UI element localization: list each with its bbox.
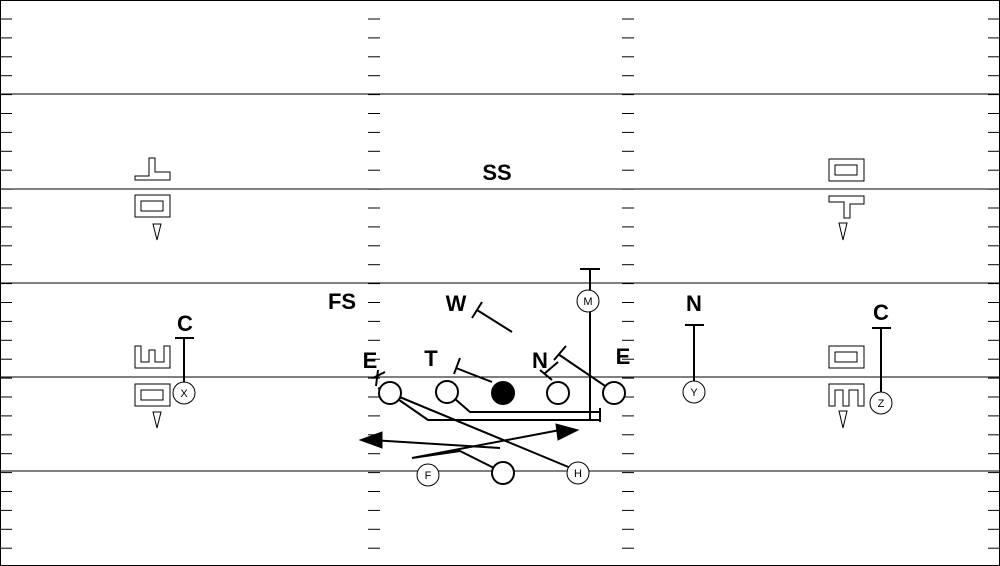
f-route xyxy=(411,429,561,472)
hash-marks xyxy=(0,18,1000,549)
right-tackle-circle xyxy=(602,381,626,405)
z-circle xyxy=(869,391,893,415)
formation-glyph-left-bottom xyxy=(134,345,171,429)
route-arrows xyxy=(358,423,580,449)
n-outside-label: N xyxy=(686,291,702,316)
y-circle xyxy=(682,380,706,404)
tackle-route xyxy=(391,394,600,421)
e-left-label: E xyxy=(363,348,378,373)
w-line xyxy=(476,309,513,333)
w-label: W xyxy=(446,291,467,316)
h-circle xyxy=(566,461,590,485)
z-label: Z xyxy=(878,398,885,410)
offense xyxy=(378,380,626,485)
x-label: X xyxy=(180,388,188,400)
fs-label: FS xyxy=(328,289,356,314)
m-label: M xyxy=(583,296,592,308)
f-route-left xyxy=(369,439,501,449)
arrow-left xyxy=(358,431,383,449)
m-circle xyxy=(576,289,600,313)
formation-glyph-right-top xyxy=(828,158,865,241)
x-circle xyxy=(172,381,196,405)
left-guard-circle xyxy=(435,380,459,404)
c-left-label: C xyxy=(177,311,193,336)
e-right-label: E xyxy=(616,344,631,369)
left-tackle-circle xyxy=(378,381,402,405)
f-circle xyxy=(416,463,440,487)
c-right-label: C xyxy=(873,300,889,325)
t-label: T xyxy=(424,346,438,371)
t-line xyxy=(455,367,493,383)
y-label: Y xyxy=(690,387,698,399)
offense-labeled xyxy=(172,289,893,487)
qb-circle xyxy=(491,461,515,485)
routes xyxy=(175,268,891,472)
arrow-right xyxy=(555,423,580,441)
formation-glyph-left-top xyxy=(134,157,171,241)
right-guard-circle xyxy=(546,381,570,405)
n-inside-label: N xyxy=(532,348,548,373)
h-route xyxy=(377,387,579,472)
formation-glyph-right-bottom xyxy=(828,345,865,429)
f-label: F xyxy=(425,470,432,482)
h-label: H xyxy=(574,468,582,480)
center-circle xyxy=(491,381,515,405)
ss-label: SS xyxy=(482,160,511,185)
